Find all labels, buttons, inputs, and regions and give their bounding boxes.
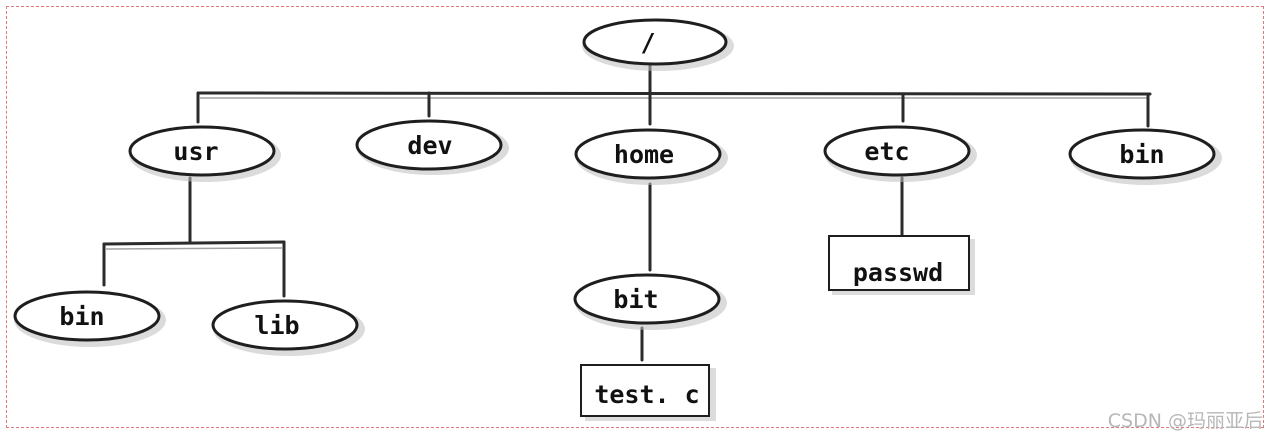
diagram-frame xyxy=(6,6,1264,428)
usr-bin-ellipse xyxy=(13,290,161,342)
edge-usr-children-bar-shadow xyxy=(105,247,283,250)
tree-edges xyxy=(102,62,1152,362)
node-dev: dev xyxy=(355,119,509,175)
edge-usr-children-bar xyxy=(102,240,286,246)
bit-ellipse xyxy=(573,273,721,325)
node-root: / xyxy=(582,18,734,71)
root-ellipse xyxy=(582,18,728,66)
node-usr-bin: bin xyxy=(13,290,166,347)
home-ellipse xyxy=(574,128,722,180)
test-c-box xyxy=(580,364,710,417)
home-label: home xyxy=(614,140,674,169)
node-test-c: test. c xyxy=(580,364,716,421)
node-etc: etc xyxy=(823,125,977,182)
node-usr-lib: lib xyxy=(211,299,365,356)
usr-bin-label: bin xyxy=(59,302,104,331)
passwd-box xyxy=(828,235,970,291)
csdn-watermark: CSDN @玛丽亚后 xyxy=(1107,410,1263,432)
dev-ellipse xyxy=(355,119,503,171)
node-home: home xyxy=(574,128,728,185)
dev-label: dev xyxy=(407,131,452,160)
usr-lib-label: lib xyxy=(254,311,299,340)
node-passwd: passwd xyxy=(828,235,975,295)
root-label: / xyxy=(640,28,655,57)
node-home-bit: bit xyxy=(573,273,727,330)
test-c-label: test. c xyxy=(594,380,699,409)
usr-ellipse xyxy=(128,125,276,177)
bin-label: bin xyxy=(1119,140,1164,169)
etc-ellipse xyxy=(823,125,971,177)
node-usr: usr xyxy=(128,125,281,182)
bit-label: bit xyxy=(613,285,658,314)
usr-lib-ellipse xyxy=(211,299,359,351)
edge-level1-bar xyxy=(196,91,1152,96)
bin-ellipse xyxy=(1068,128,1216,180)
usr-label: usr xyxy=(173,137,218,166)
passwd-label: passwd xyxy=(853,258,943,287)
node-bin: bin xyxy=(1068,128,1222,185)
etc-label: etc xyxy=(864,137,909,166)
